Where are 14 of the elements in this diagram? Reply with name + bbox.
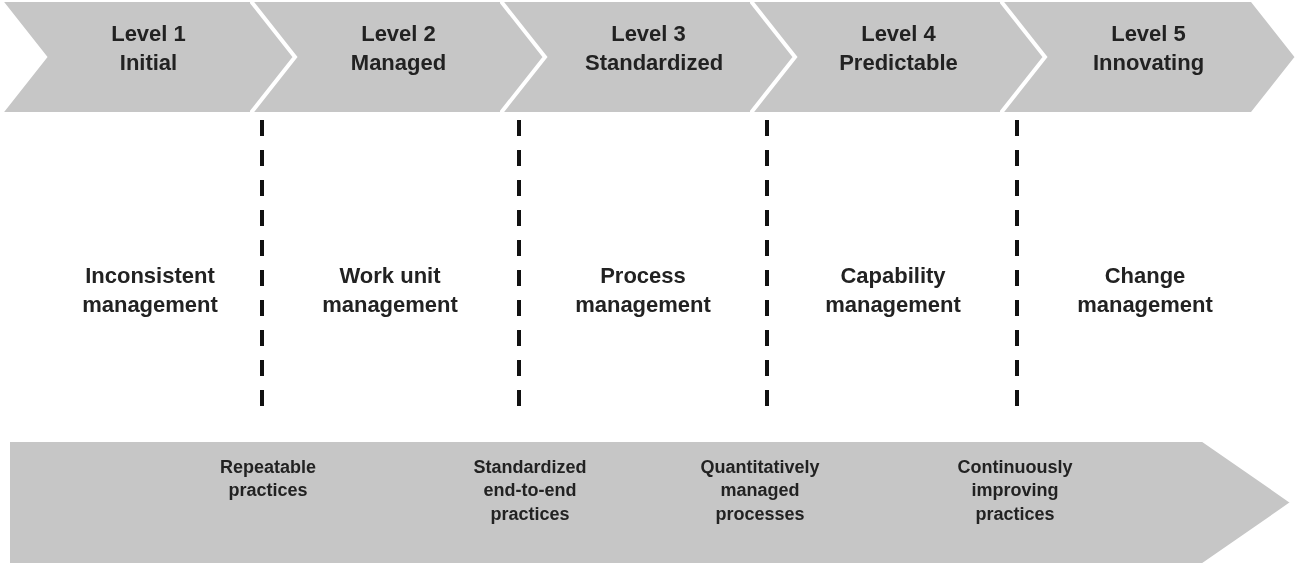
management-label: Inconsistent management: [81, 262, 219, 319]
management-label: Capability management: [824, 262, 962, 319]
practice-label: Standardized end-to-end practices: [472, 456, 588, 526]
level-label: Level 1 Initial: [110, 20, 187, 77]
level-label: Level 4 Predictable: [838, 20, 959, 77]
management-label: Change management: [1076, 262, 1214, 319]
practice-label: Quantitatively managed processes: [699, 456, 821, 526]
management-label: Work unit management: [321, 262, 459, 319]
level-label: Level 2 Managed: [349, 20, 448, 77]
level-label: Level 5 Innovating: [1091, 20, 1206, 77]
practice-label: Repeatable practices: [218, 456, 317, 503]
management-label: Process management: [574, 262, 712, 319]
level-label: Level 3 Standardized: [584, 20, 725, 77]
practice-label: Continuously improving practices: [956, 456, 1074, 526]
